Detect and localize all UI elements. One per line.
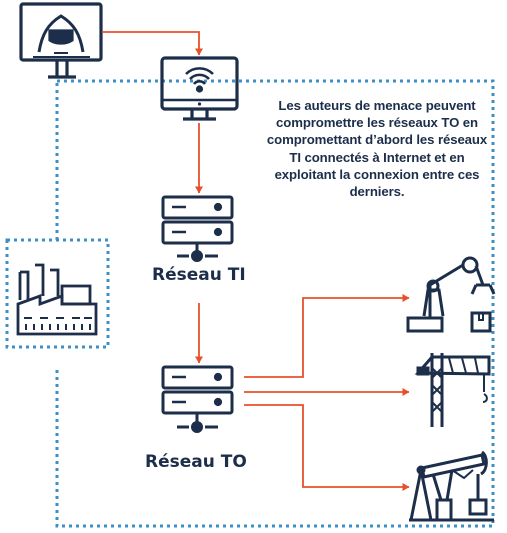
wifi-computer-icon [160,56,239,121]
arrow-hacker-to-computer [102,31,203,56]
ot-server-icon [161,365,234,433]
crane-icon [414,353,491,427]
robot-arm-icon [406,256,496,333]
oil-pump-icon [409,450,494,522]
it-network-label: Réseau TI [152,265,246,285]
arrow-ot-to-pump [244,404,410,491]
factory-icon [16,263,98,336]
hacker-icon [19,2,103,79]
threat-caption: Les auteurs de menace peuvent compromett… [266,98,488,200]
arrow-ot-to-robot [244,294,410,378]
connection-arrows [102,31,410,491]
it-server-icon [161,195,234,262]
factory-boundary [5,238,110,349]
ot-boundary [55,79,495,528]
ot-network-label: Réseau TO [145,452,247,472]
